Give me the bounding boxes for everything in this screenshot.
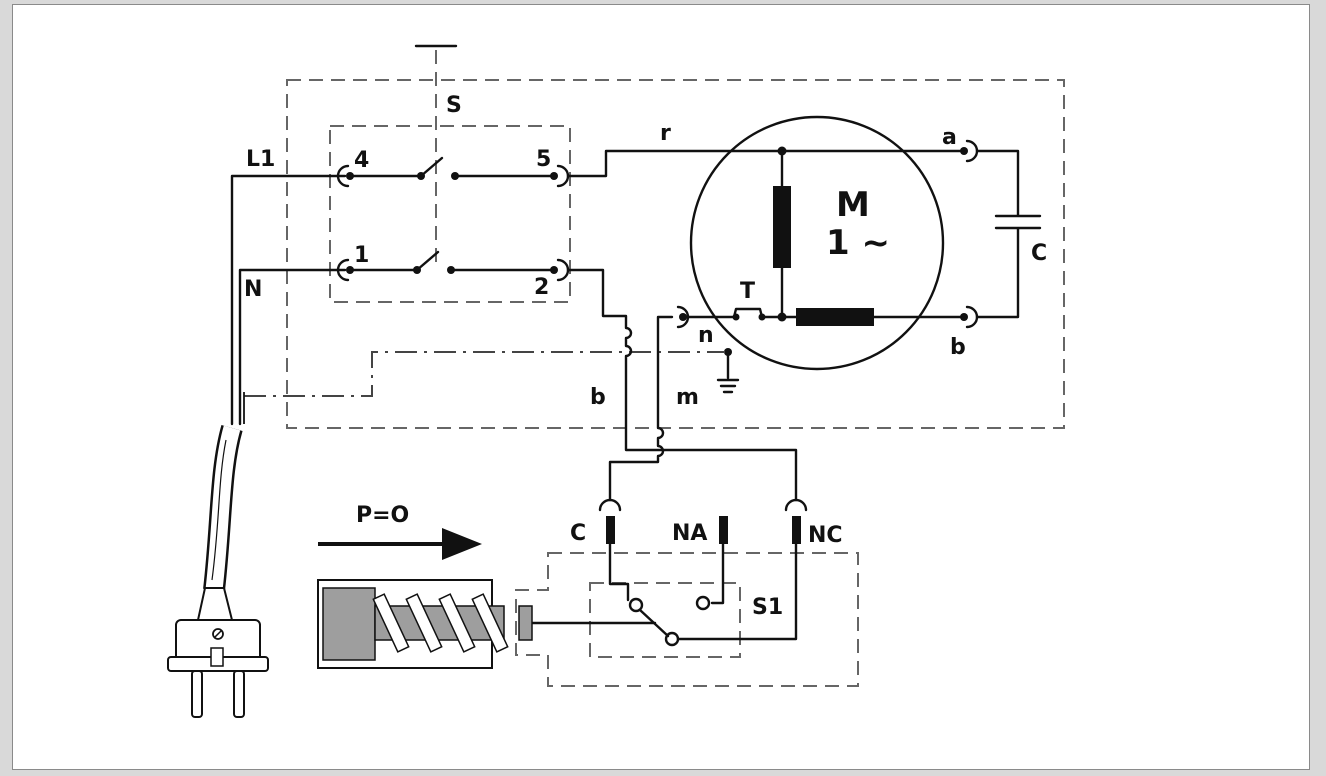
switch-s-upper-blade	[419, 156, 444, 178]
pressure-switch-enclosure	[515, 552, 859, 687]
label-terminal-n: n	[698, 323, 714, 348]
wire-l1	[230, 174, 347, 426]
contact-c-pin	[606, 516, 615, 544]
wire-earth	[244, 351, 725, 397]
appliance-enclosure	[286, 79, 1065, 429]
terminal-b-motor-socket	[965, 305, 979, 329]
label-terminal-5: 5	[536, 147, 551, 172]
label-switch-s1: S1	[752, 595, 783, 620]
contact-nc-socket	[784, 498, 808, 512]
label-terminal-a: a	[942, 125, 957, 150]
label-contact-na: NA	[672, 521, 707, 546]
label-terminal-2: 2	[534, 275, 549, 300]
label-ground-m: m	[676, 385, 699, 410]
label-switch-s: S	[446, 93, 462, 118]
label-neutral: N	[244, 277, 262, 302]
pressure-actuator-piston	[322, 587, 376, 661]
label-wire-r: r	[660, 121, 671, 146]
switch-s-lower-blade	[415, 250, 440, 272]
label-motor-m: M	[836, 185, 870, 225]
label-thermal-t: T	[740, 279, 755, 304]
pressure-actuator-spring	[372, 593, 509, 653]
plug-pin-left	[191, 670, 203, 718]
label-pressure: P=O	[356, 503, 409, 528]
s1-contact-na	[695, 595, 711, 611]
label-motor-phase: 1 ~	[826, 223, 890, 263]
motor-aux-winding	[796, 308, 874, 326]
wire-n	[238, 268, 347, 426]
terminal-4-socket	[336, 164, 350, 188]
wire-r	[566, 149, 962, 178]
thermal-protector-t	[710, 307, 784, 319]
wire-b	[566, 268, 798, 502]
switch-s-enclosure	[329, 125, 571, 303]
terminal-a-socket	[965, 139, 979, 163]
contact-na-pin	[719, 516, 728, 544]
wire-n-to-c	[608, 315, 674, 502]
switch-s1-inner-enclosure	[589, 582, 741, 658]
contact-nc-pin	[792, 516, 801, 544]
label-terminal-b-motor: b	[950, 335, 966, 360]
label-wire-b: b	[590, 385, 606, 410]
label-capacitor: C	[1031, 241, 1047, 266]
label-contact-nc: NC	[808, 523, 843, 548]
pressure-direction-arrow-head	[442, 528, 482, 560]
label-l1: L1	[246, 147, 275, 172]
label-contact-c: C	[570, 521, 586, 546]
label-terminal-4: 4	[354, 148, 369, 173]
plug-neck	[196, 587, 234, 621]
contact-c-socket	[598, 498, 622, 512]
s1-contact-c	[628, 597, 644, 613]
s1-contact-pivot	[664, 631, 680, 647]
motor-main-winding	[773, 186, 791, 268]
terminal-5-socket	[556, 164, 570, 188]
motor-m-circle	[689, 115, 945, 371]
terminal-1-socket	[336, 258, 350, 282]
pressure-actuator-tip	[518, 605, 533, 641]
terminal-2-socket	[556, 258, 570, 282]
label-terminal-1: 1	[354, 243, 369, 268]
plug-pin-right	[233, 670, 245, 718]
